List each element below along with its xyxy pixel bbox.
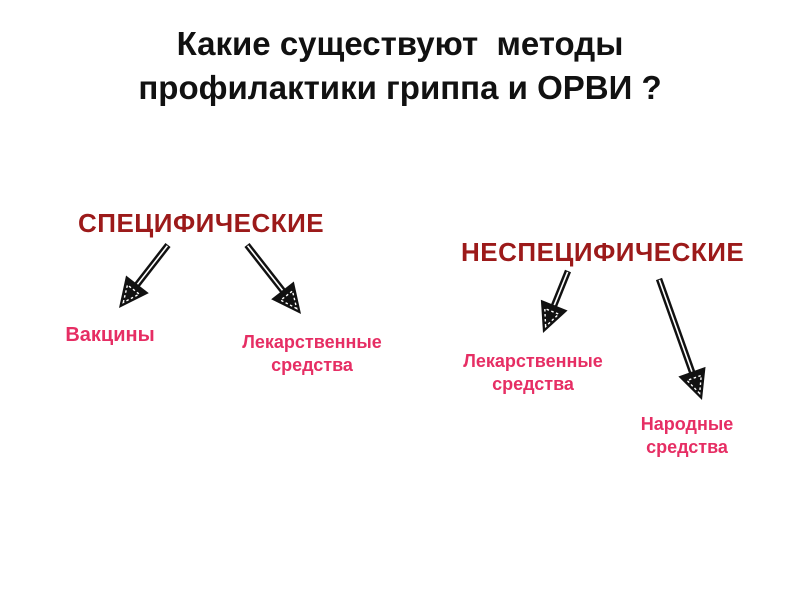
- arrow-specific-to-vaccines: [119, 243, 171, 308]
- leaf-label-folk-remedies: Народные средства: [640, 414, 734, 458]
- branch-heading-nonspecific: НЕСПЕЦИФИЧЕСКИЕ: [461, 237, 745, 267]
- arrow-nonspecific-to-folk: [655, 277, 706, 400]
- arrow-specific-to-drugs: [244, 242, 301, 314]
- leaf-label-drugs-specific: Лекарственные средства: [242, 332, 382, 376]
- leaf-label-drugs-nonspecific: Лекарственные средства: [463, 351, 603, 395]
- branch-heading-specific: СПЕЦИФИЧЕСКИЕ: [78, 208, 325, 238]
- slide-title: Какие существуют методы профилактики гри…: [138, 25, 662, 106]
- leaf-label-vaccines: Вакцины: [65, 324, 155, 346]
- arrow-nonspecific-to-drugs: [540, 269, 572, 333]
